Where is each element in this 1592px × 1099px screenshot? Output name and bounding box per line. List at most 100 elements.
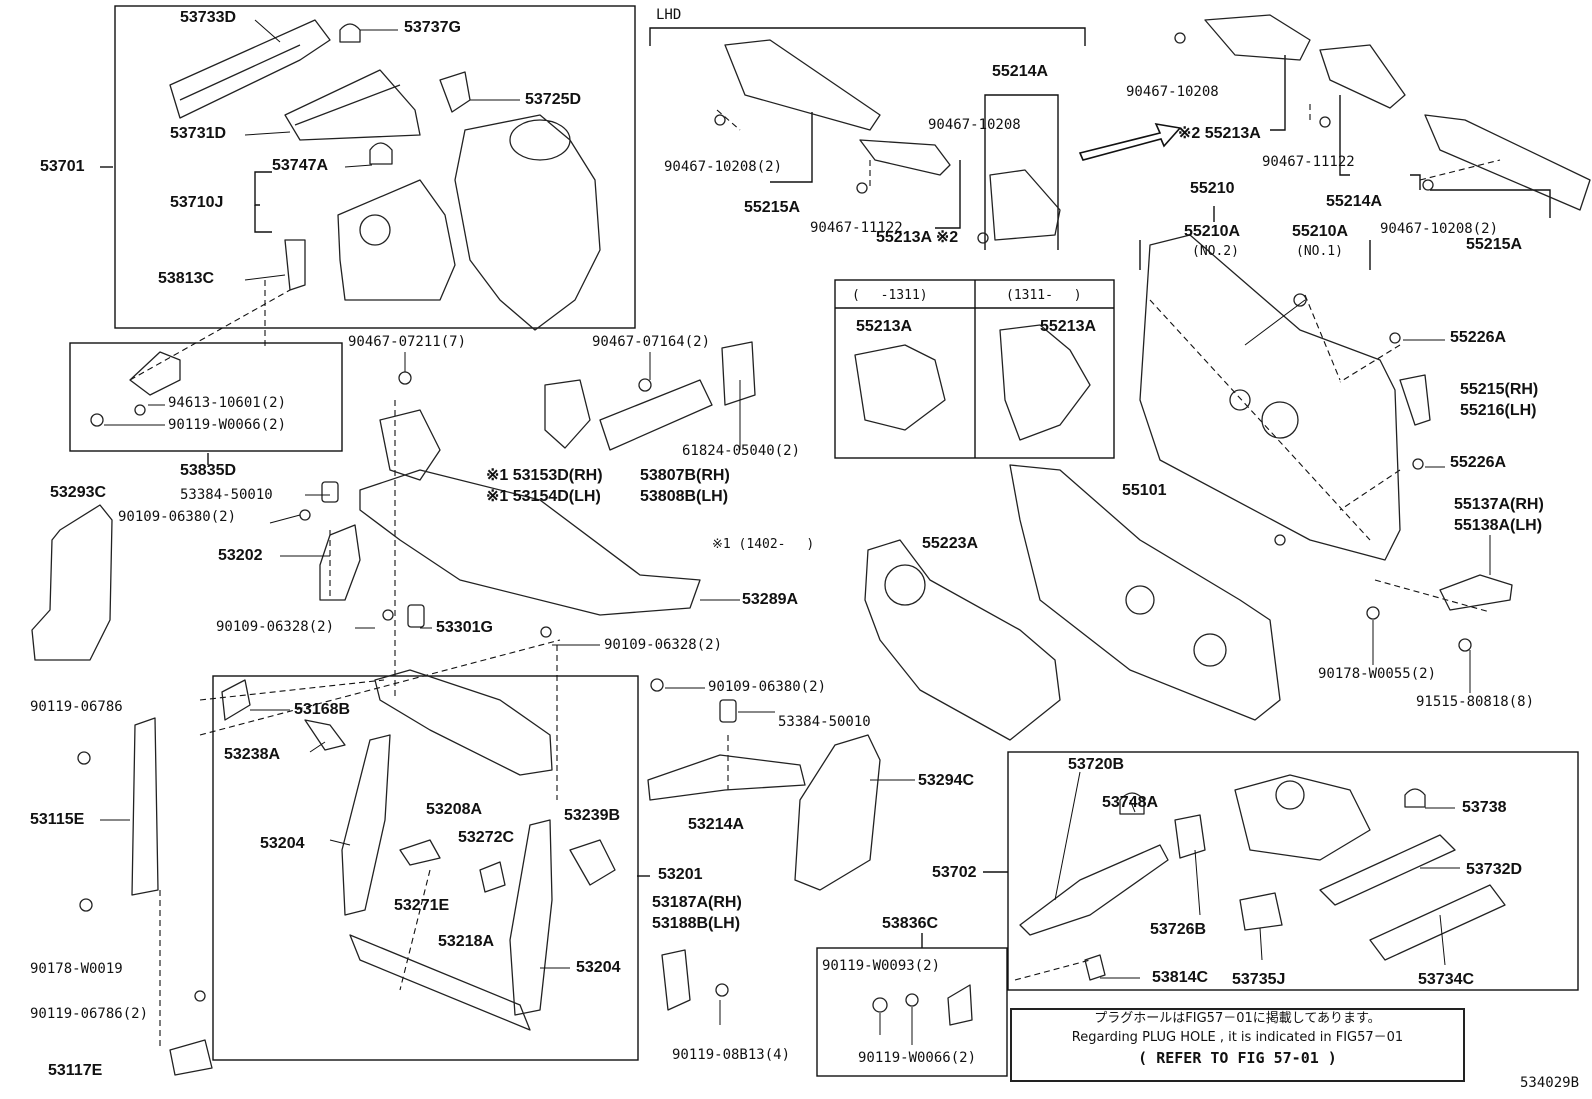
direction-arrow <box>1078 122 1182 161</box>
part-label-53115E[interactable]: 53115E <box>30 811 85 828</box>
lhd-label: LHD <box>656 7 682 23</box>
part-label-53737G[interactable]: 53737G <box>404 19 461 36</box>
part-label-90109-06328-a[interactable]: 90109-06328(2) <box>216 619 335 635</box>
part-label-90119-06786-b[interactable]: 90119-06786(2) <box>30 1006 149 1022</box>
part-label-53731D[interactable]: 53731D <box>170 125 227 142</box>
part-label-53188B[interactable]: 53188B(LH) <box>652 915 741 932</box>
part-label-55214A-a[interactable]: 55214A <box>992 63 1049 80</box>
part-label-90467-10208-b[interactable]: 90467-10208 <box>928 117 1021 133</box>
part-label-94613-10601[interactable]: 94613-10601(2) <box>168 395 287 411</box>
part-label-90467-10208-d[interactable]: 90467-10208(2) <box>1380 221 1499 237</box>
part-label-55138A[interactable]: 55138A(LH) <box>1454 517 1543 534</box>
part-label-53813C[interactable]: 53813C <box>158 270 215 287</box>
part-label-53289A[interactable]: 53289A <box>742 591 799 608</box>
part-label-55210A-no1[interactable]: 55210A <box>1292 223 1349 240</box>
part-label-90178-W0055[interactable]: 90178-W0055(2) <box>1318 666 1437 682</box>
part-label-53738[interactable]: 53738 <box>1462 799 1507 816</box>
part-label-90109-06380-a[interactable]: 90109-06380(2) <box>118 509 237 525</box>
part-label-91515-80818[interactable]: 91515-80818(8) <box>1416 694 1535 710</box>
part-label-55216-lh[interactable]: 55216(LH) <box>1460 402 1537 419</box>
part-label-53271E[interactable]: 53271E <box>394 897 450 914</box>
part-label-90109-06328-b[interactable]: 90109-06328(2) <box>604 637 723 653</box>
part-label-90119-W0093[interactable]: 90119-W0093(2) <box>822 958 941 974</box>
part-label-53710J[interactable]: 53710J <box>170 194 224 211</box>
part-label-55223A[interactable]: 55223A <box>922 535 979 552</box>
part-label-90109-06380-b[interactable]: 90109-06380(2) <box>708 679 827 695</box>
part-label-53747A[interactable]: 53747A <box>272 157 329 174</box>
part-label-53384-50010-a[interactable]: 53384-50010 <box>180 487 273 503</box>
part-label-55210A-no2[interactable]: 55210A <box>1184 223 1241 240</box>
part-label-55215A-b[interactable]: 55215A <box>1466 236 1523 253</box>
part-label-53272C[interactable]: 53272C <box>458 829 515 846</box>
part-label-53214A[interactable]: 53214A <box>688 816 745 833</box>
part-label-90467-11122-a[interactable]: 90467-11122 <box>810 220 903 236</box>
part-label-53725D[interactable]: 53725D <box>525 91 582 108</box>
part-label-53836C[interactable]: 53836C <box>882 915 939 932</box>
part-55223A <box>864 539 1061 741</box>
part-label-53701[interactable]: 53701 <box>40 158 85 175</box>
part-label-55137A[interactable]: 55137A(RH) <box>1454 496 1544 513</box>
part-label-53293C[interactable]: 53293C <box>50 484 107 501</box>
inset-col2-part[interactable]: 55213A <box>1040 318 1097 335</box>
inset-col1-part[interactable]: 55213A <box>856 318 913 335</box>
part-label-90119-W0066-a[interactable]: 90119-W0066(2) <box>168 417 287 433</box>
part-label-90119-06786[interactable]: 90119-06786 <box>30 699 123 715</box>
part-label-90467-10208-a[interactable]: 90467-10208(2) <box>664 159 783 175</box>
part-53710J <box>337 179 456 301</box>
part-label-53153D[interactable]: ※1 53153D(RH) <box>486 467 603 484</box>
part-label-53168B[interactable]: 53168B <box>294 701 351 718</box>
part-label-90467-07164[interactable]: 90467-07164(2) <box>592 334 711 350</box>
part-53218A <box>349 934 531 1031</box>
part-label-55226A-a[interactable]: 55226A <box>1450 329 1507 346</box>
part-label-53208A[interactable]: 53208A <box>426 801 483 818</box>
part-label-53187A[interactable]: 53187A(RH) <box>652 894 742 911</box>
part-label-55210[interactable]: 55210 <box>1190 180 1235 197</box>
part-label-53294C[interactable]: 53294C <box>918 772 975 789</box>
part-label-53702[interactable]: 53702 <box>932 864 977 881</box>
part-label-61824-05040[interactable]: 61824-05040(2) <box>682 443 801 459</box>
part-label-53748A[interactable]: 53748A <box>1102 794 1159 811</box>
part-label-90119-08B13[interactable]: 90119-08B13(4) <box>672 1047 791 1063</box>
part-label-53238A[interactable]: 53238A <box>224 746 281 763</box>
group-frame-53702 <box>1007 751 1579 991</box>
part-label-90467-07211[interactable]: 90467-07211(7) <box>348 334 467 350</box>
part-label-53835D[interactable]: 53835D <box>180 462 237 479</box>
part-label-53384-50010-b[interactable]: 53384-50010 <box>778 714 871 730</box>
part-label-53202[interactable]: 53202 <box>218 547 263 564</box>
part-label-53239B[interactable]: 53239B <box>564 807 621 824</box>
part-label-55213A-a[interactable]: 55213A ※2 <box>876 229 959 246</box>
part-label-53154D[interactable]: ※1 53154D(LH) <box>486 488 601 505</box>
part-label-53807B[interactable]: 53807B(RH) <box>640 467 730 484</box>
part-label-53733D[interactable]: 53733D <box>180 9 237 26</box>
part-label-90467-10208-c[interactable]: 90467-10208 <box>1126 84 1219 100</box>
part-label-55213A-b[interactable]: ※2 55213A <box>1178 125 1261 142</box>
part-label-55101[interactable]: 55101 <box>1122 482 1167 499</box>
part-label-53204-b[interactable]: 53204 <box>576 959 621 976</box>
part-label-53732D[interactable]: 53732D <box>1466 861 1523 878</box>
part-label-53720B[interactable]: 53720B <box>1068 756 1125 773</box>
part-53208A <box>374 669 553 776</box>
part-label-90467-11122-b[interactable]: 90467-11122 <box>1262 154 1355 170</box>
part-label-53814C[interactable]: 53814C <box>1152 969 1209 986</box>
part-label-55215-rh[interactable]: 55215(RH) <box>1460 381 1539 398</box>
part-label-53204-a[interactable]: 53204 <box>260 835 305 852</box>
part-label-53218A[interactable]: 53218A <box>438 933 495 950</box>
part-label-90178-W0019[interactable]: 90178-W0019 <box>30 961 123 977</box>
part-53725D <box>439 71 471 113</box>
part-label-53201[interactable]: 53201 <box>658 866 703 883</box>
part-label-53808B[interactable]: 53808B(LH) <box>640 488 729 505</box>
part-label-53301G[interactable]: 53301G <box>436 619 493 636</box>
part-label-55226A-b[interactable]: 55226A <box>1450 454 1507 471</box>
part-label-53726B[interactable]: 53726B <box>1150 921 1207 938</box>
part-label-53735J[interactable]: 53735J <box>1232 971 1286 988</box>
part-label-55215A-a[interactable]: 55215A <box>744 199 801 216</box>
part-label-53734C[interactable]: 53734C <box>1418 971 1475 988</box>
part-53737G <box>339 23 361 43</box>
part-label-90119-W0066-b[interactable]: 90119-W0066(2) <box>858 1050 977 1066</box>
part-label-55214A-b[interactable]: 55214A <box>1326 193 1383 210</box>
part-55215 <box>1399 374 1431 426</box>
note-refer-link[interactable]: ( REFER TO FIG 57-01 ) <box>1138 1048 1337 1067</box>
part-label-53117E[interactable]: 53117E <box>48 1062 103 1079</box>
part-53384-b <box>719 699 737 723</box>
